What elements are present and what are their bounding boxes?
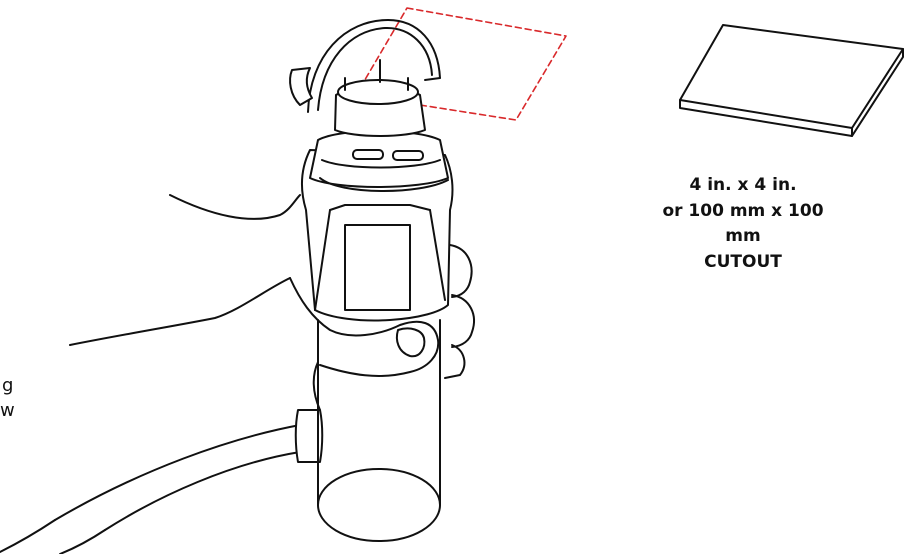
- tool-nozzle: [289, 19, 441, 137]
- cutout-label: CUTOUT: [704, 251, 782, 272]
- cutout-square: [679, 24, 904, 137]
- tool-body: [300, 149, 454, 322]
- clipped-text-fragment-2: w: [0, 400, 15, 421]
- tool-collar: [309, 130, 449, 192]
- clipped-text-fragment-1: g: [2, 375, 14, 396]
- cutout-size-imperial: 4 in. x 4 in.: [689, 175, 797, 195]
- tool-cylinder: [317, 319, 441, 542]
- thumb: [289, 277, 440, 411]
- fingers: [444, 244, 475, 379]
- cable: [0, 409, 324, 554]
- target-area-outline: [355, 7, 567, 121]
- forearm: [69, 194, 301, 346]
- cutout-size-metric: or 100 mm x 100 mm: [662, 200, 824, 247]
- cutout-caption: 4 in. x 4 in. or 100 mm x 100 mm CUTOUT: [648, 173, 838, 275]
